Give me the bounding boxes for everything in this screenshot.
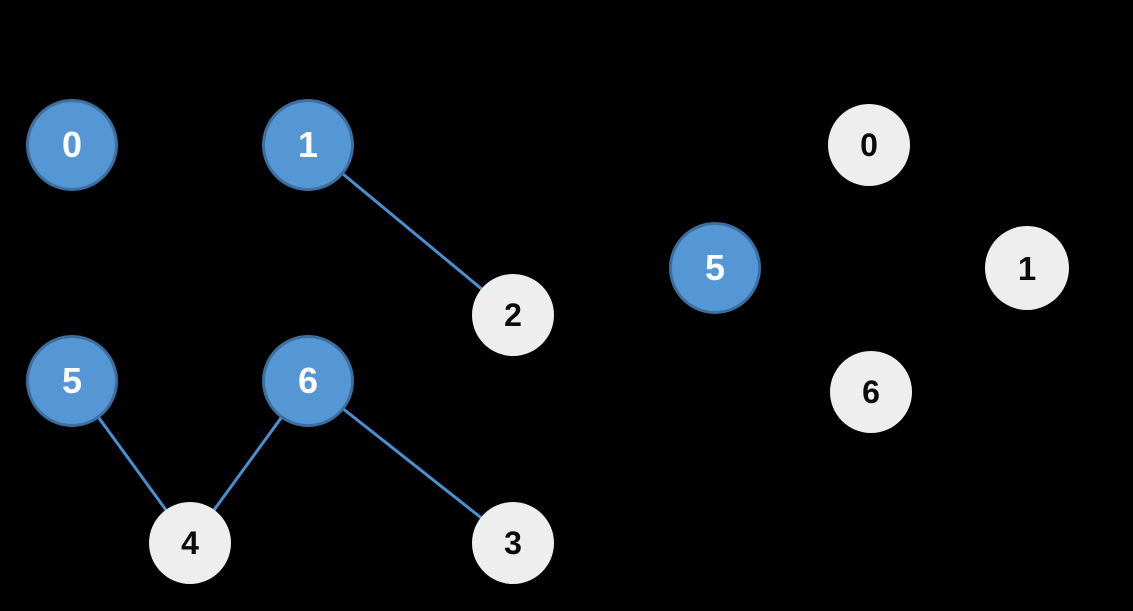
graph-node-5[interactable]: 5 <box>669 222 761 314</box>
graph-node-0[interactable]: 0 <box>26 99 118 191</box>
graph-node-label: 0 <box>61 124 83 165</box>
graph-node-label: 1 <box>1017 249 1037 287</box>
graph-edge <box>341 172 483 291</box>
graph-node-3[interactable]: 3 <box>472 502 554 584</box>
graph-node-label: 1 <box>297 124 319 165</box>
graph-node-label: 6 <box>297 360 319 401</box>
graph-node-1[interactable]: 1 <box>262 99 354 191</box>
graph-edge <box>97 416 168 512</box>
graph-node-label: 5 <box>61 360 83 401</box>
graph-node-label: 4 <box>181 525 199 561</box>
graph-node-label: 6 <box>862 374 880 410</box>
graph-node-label: 3 <box>504 525 522 561</box>
graph-node-4[interactable]: 4 <box>149 502 231 584</box>
graph-node-0[interactable]: 0 <box>828 104 910 186</box>
graph-node-label: 5 <box>704 247 726 288</box>
graph-node-5[interactable]: 5 <box>26 335 118 427</box>
graph-node-label: 0 <box>860 127 878 163</box>
graph-edge <box>212 416 283 512</box>
graph-node-2[interactable]: 2 <box>472 274 554 356</box>
graph-node-6[interactable]: 6 <box>830 351 912 433</box>
graph-edge <box>342 408 483 520</box>
graph-node-6[interactable]: 6 <box>262 335 354 427</box>
graph-node-label: 2 <box>504 297 522 333</box>
graph-node-1[interactable]: 1 <box>985 226 1069 310</box>
